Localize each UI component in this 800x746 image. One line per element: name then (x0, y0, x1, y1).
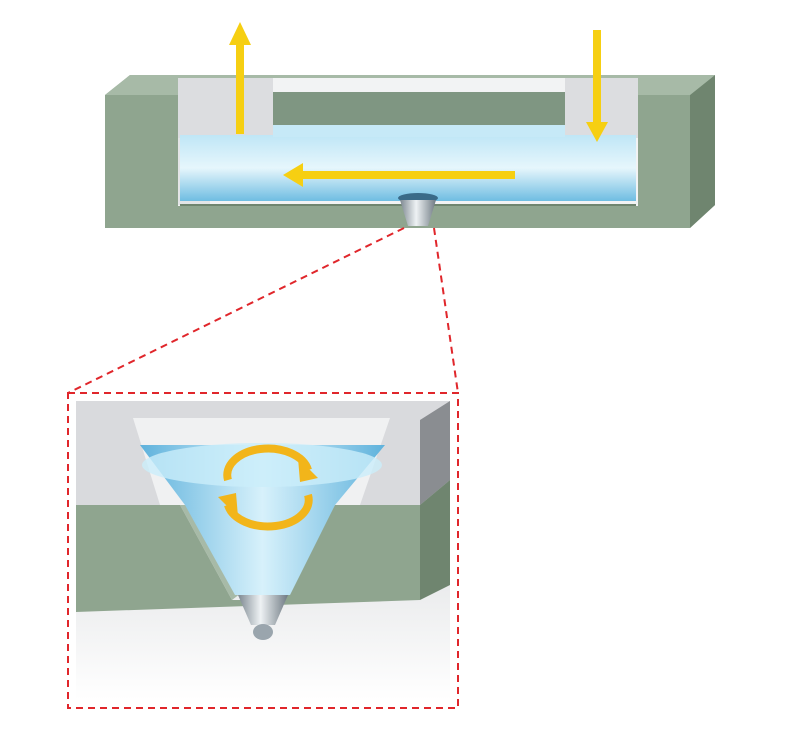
outlet-chamber-wall (178, 78, 273, 138)
nozzle (398, 193, 438, 226)
nozzle-tip (238, 595, 288, 625)
block-side (690, 75, 715, 228)
channel-back-wall (273, 92, 565, 128)
callout-lines (67, 227, 459, 709)
arrow-up-icon (229, 22, 251, 134)
arrow-left-icon (283, 163, 515, 187)
zoom-callout-box (67, 392, 459, 709)
rotate-arrows-icon (223, 444, 313, 531)
block-section (76, 505, 420, 612)
rotate-arrow-head (298, 458, 318, 482)
water-channel (180, 135, 636, 201)
channel-block (105, 75, 715, 228)
rotate-arrow-head (218, 493, 238, 517)
arrow-down-icon (586, 30, 608, 142)
